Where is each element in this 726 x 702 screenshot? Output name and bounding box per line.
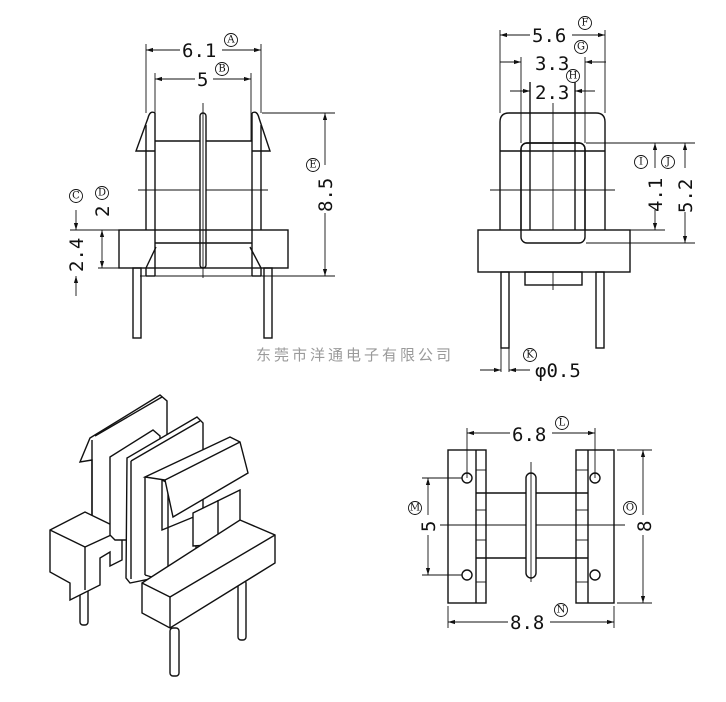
label-i: I (639, 157, 643, 168)
label-d: D (98, 188, 106, 199)
label-k: K (526, 350, 534, 361)
label-e: E (309, 160, 316, 171)
bottom-view: 6.8 L 5 M 8 (408, 416, 656, 634)
dim-j-value: 5.2 (675, 179, 697, 213)
label-c: C (72, 191, 80, 202)
dim-m-value: 5 (418, 521, 440, 532)
dim-k-value: φ0.5 (535, 360, 581, 382)
dim-d-value: 2 (92, 206, 114, 217)
isometric-view (49, 394, 276, 677)
company-watermark: 东莞市洋通电子有限公司 (256, 346, 454, 364)
label-o: O (626, 503, 634, 514)
label-g: G (577, 42, 585, 53)
dim-g-value: 3.3 (535, 53, 569, 75)
dim-o-value: 8 (634, 521, 656, 532)
label-l: L (559, 418, 566, 429)
dim-c-value: 2.4 (66, 238, 88, 272)
dim-l-value: 6.8 (512, 424, 546, 446)
dim-e-value: 8.5 (315, 178, 337, 212)
side-view: 5.6 F 3.3 G 2.3 H 4.1 I (477, 16, 697, 382)
dim-i-value: 4.1 (645, 178, 667, 212)
label-a: A (226, 35, 235, 46)
dim-f-value: 5.6 (532, 25, 566, 47)
dim-n-value: 8.8 (510, 612, 544, 634)
dim-b-value: 5 (197, 69, 208, 91)
label-f: F (582, 18, 589, 29)
label-h: H (569, 71, 578, 82)
label-j: J (665, 157, 670, 168)
label-n: N (557, 605, 566, 616)
front-view: 6.1 A 5 B 8.5 (66, 33, 337, 339)
label-m: M (410, 503, 420, 514)
dim-a-value: 6.1 (182, 40, 216, 62)
label-b: B (218, 64, 225, 75)
dim-h-value: 2.3 (535, 82, 569, 104)
